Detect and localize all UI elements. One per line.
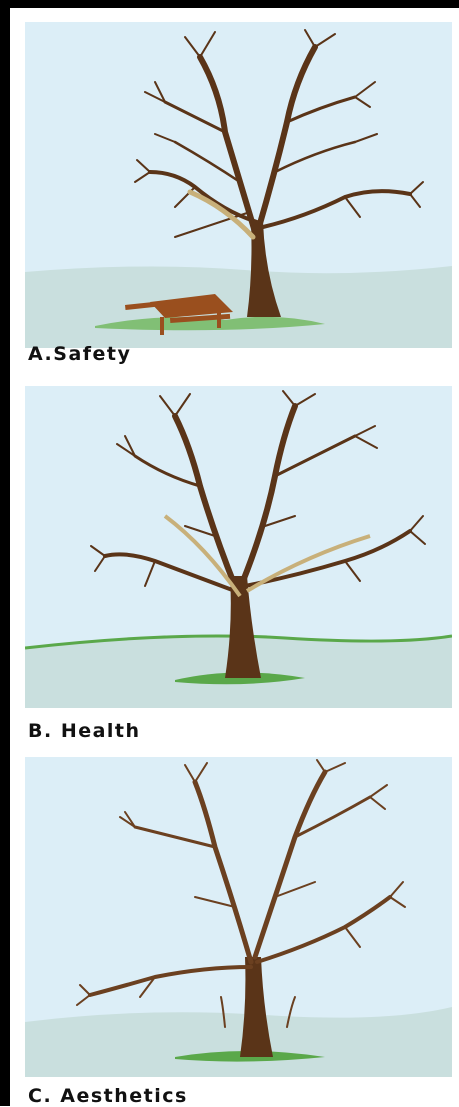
panel-aesthetics (25, 757, 452, 1077)
caption-safety: A.Safety (28, 343, 131, 365)
tree-illustration-safety (25, 22, 452, 348)
caption-health: B. Health (28, 720, 141, 742)
tree-illustration-health (25, 386, 452, 708)
caption-aesthetics: C. Aesthetics (28, 1085, 188, 1107)
panel-safety (25, 22, 452, 348)
tree-illustration-aesthetics (25, 757, 452, 1077)
panel-health (25, 386, 452, 708)
